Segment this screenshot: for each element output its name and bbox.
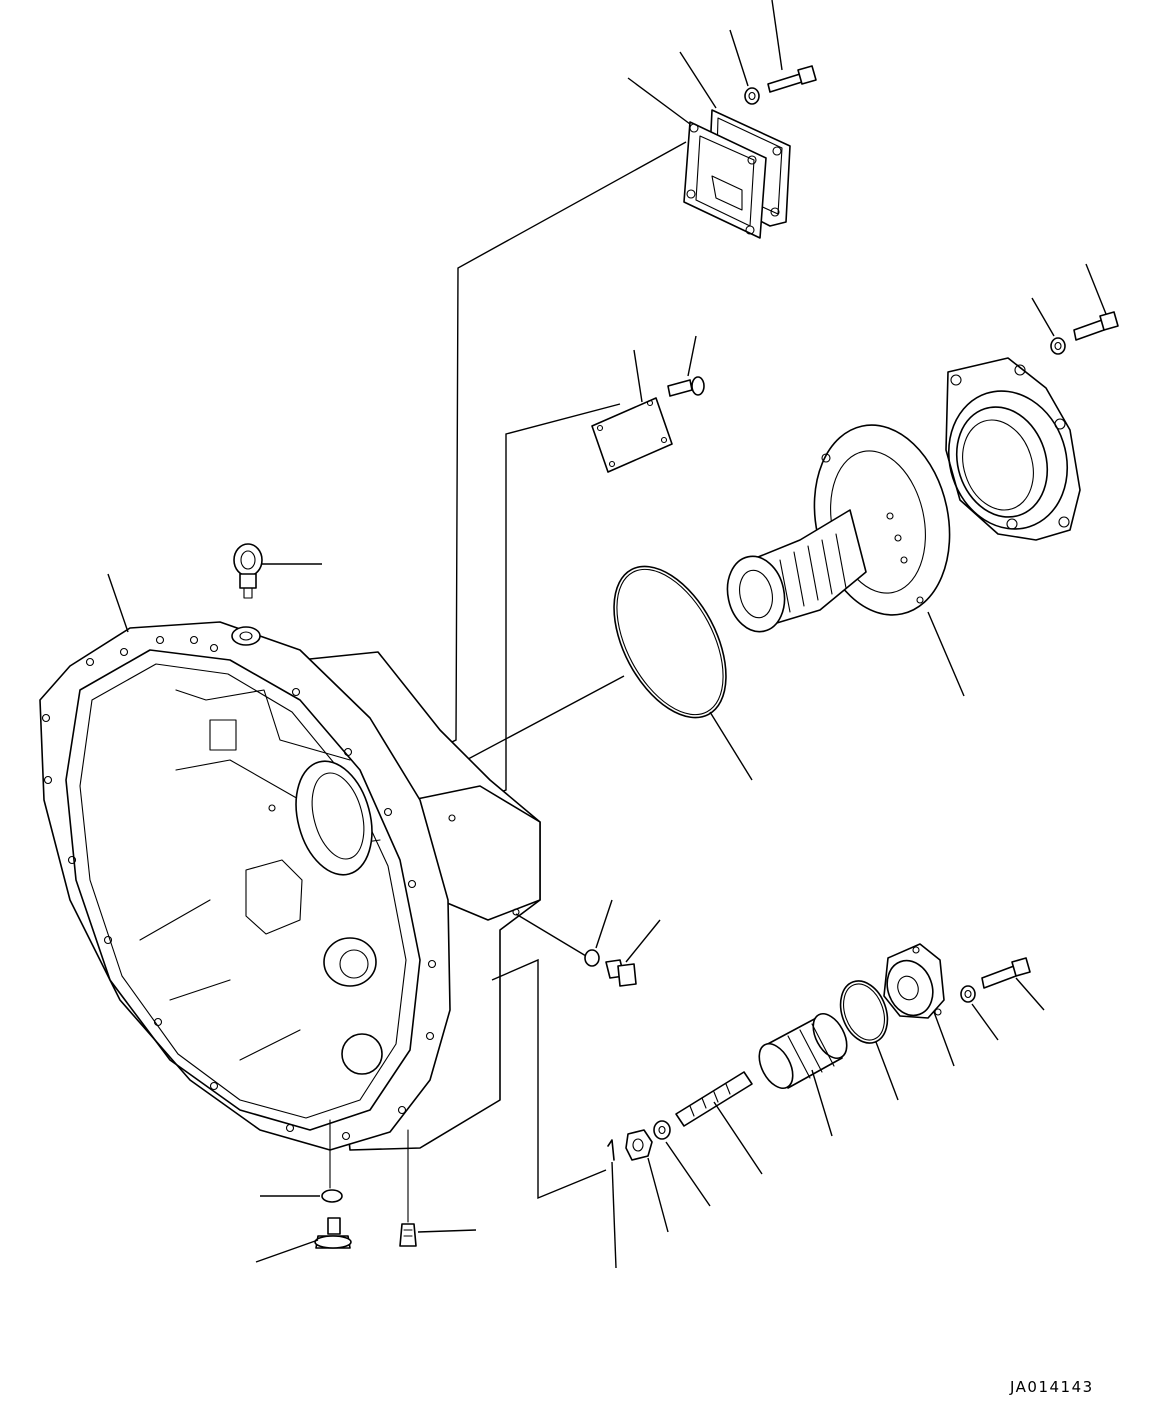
drain-o-ring[interactable] xyxy=(260,1119,343,1203)
cover-bolt[interactable] xyxy=(981,957,1045,1011)
drawing-code: JA014143 xyxy=(1010,1378,1094,1396)
top-cover-washer[interactable] xyxy=(729,29,760,105)
name-plate[interactable] xyxy=(591,349,673,473)
transmission-case[interactable] xyxy=(39,621,541,1151)
strainer-washer[interactable] xyxy=(653,1120,711,1207)
strainer-element[interactable] xyxy=(752,1008,853,1137)
strainer-leader-line xyxy=(491,958,607,1200)
cotter-pin[interactable] xyxy=(607,1139,617,1269)
retainer-washer[interactable] xyxy=(1031,297,1066,355)
output-flange-shaft[interactable] xyxy=(721,412,967,697)
plate-leader-line xyxy=(479,403,621,801)
o-ring-leader-line xyxy=(439,675,625,775)
block-leader-line xyxy=(515,913,587,957)
castle-nut[interactable] xyxy=(625,1129,669,1233)
cover-washer[interactable] xyxy=(960,985,999,1041)
block-bolt[interactable] xyxy=(605,919,661,987)
flange-bolt-holes xyxy=(41,635,437,1141)
large-o-ring[interactable] xyxy=(591,548,753,781)
case-leader-line xyxy=(107,573,129,633)
drain-plug[interactable] xyxy=(255,1217,352,1263)
cover-gasket[interactable] xyxy=(627,77,767,239)
block-washer[interactable] xyxy=(584,899,613,967)
tie-rod[interactable] xyxy=(675,1071,763,1175)
breather-fitting[interactable] xyxy=(399,1129,477,1247)
retainer-bolt[interactable] xyxy=(1073,263,1119,341)
plate-rivet[interactable] xyxy=(667,335,705,397)
strainer-cover[interactable] xyxy=(880,943,955,1067)
bearing-retainer[interactable] xyxy=(931,357,1085,544)
eye-bolt[interactable] xyxy=(233,543,322,599)
top-cover-bolt[interactable] xyxy=(767,0,817,93)
small-o-ring[interactable] xyxy=(832,974,899,1101)
